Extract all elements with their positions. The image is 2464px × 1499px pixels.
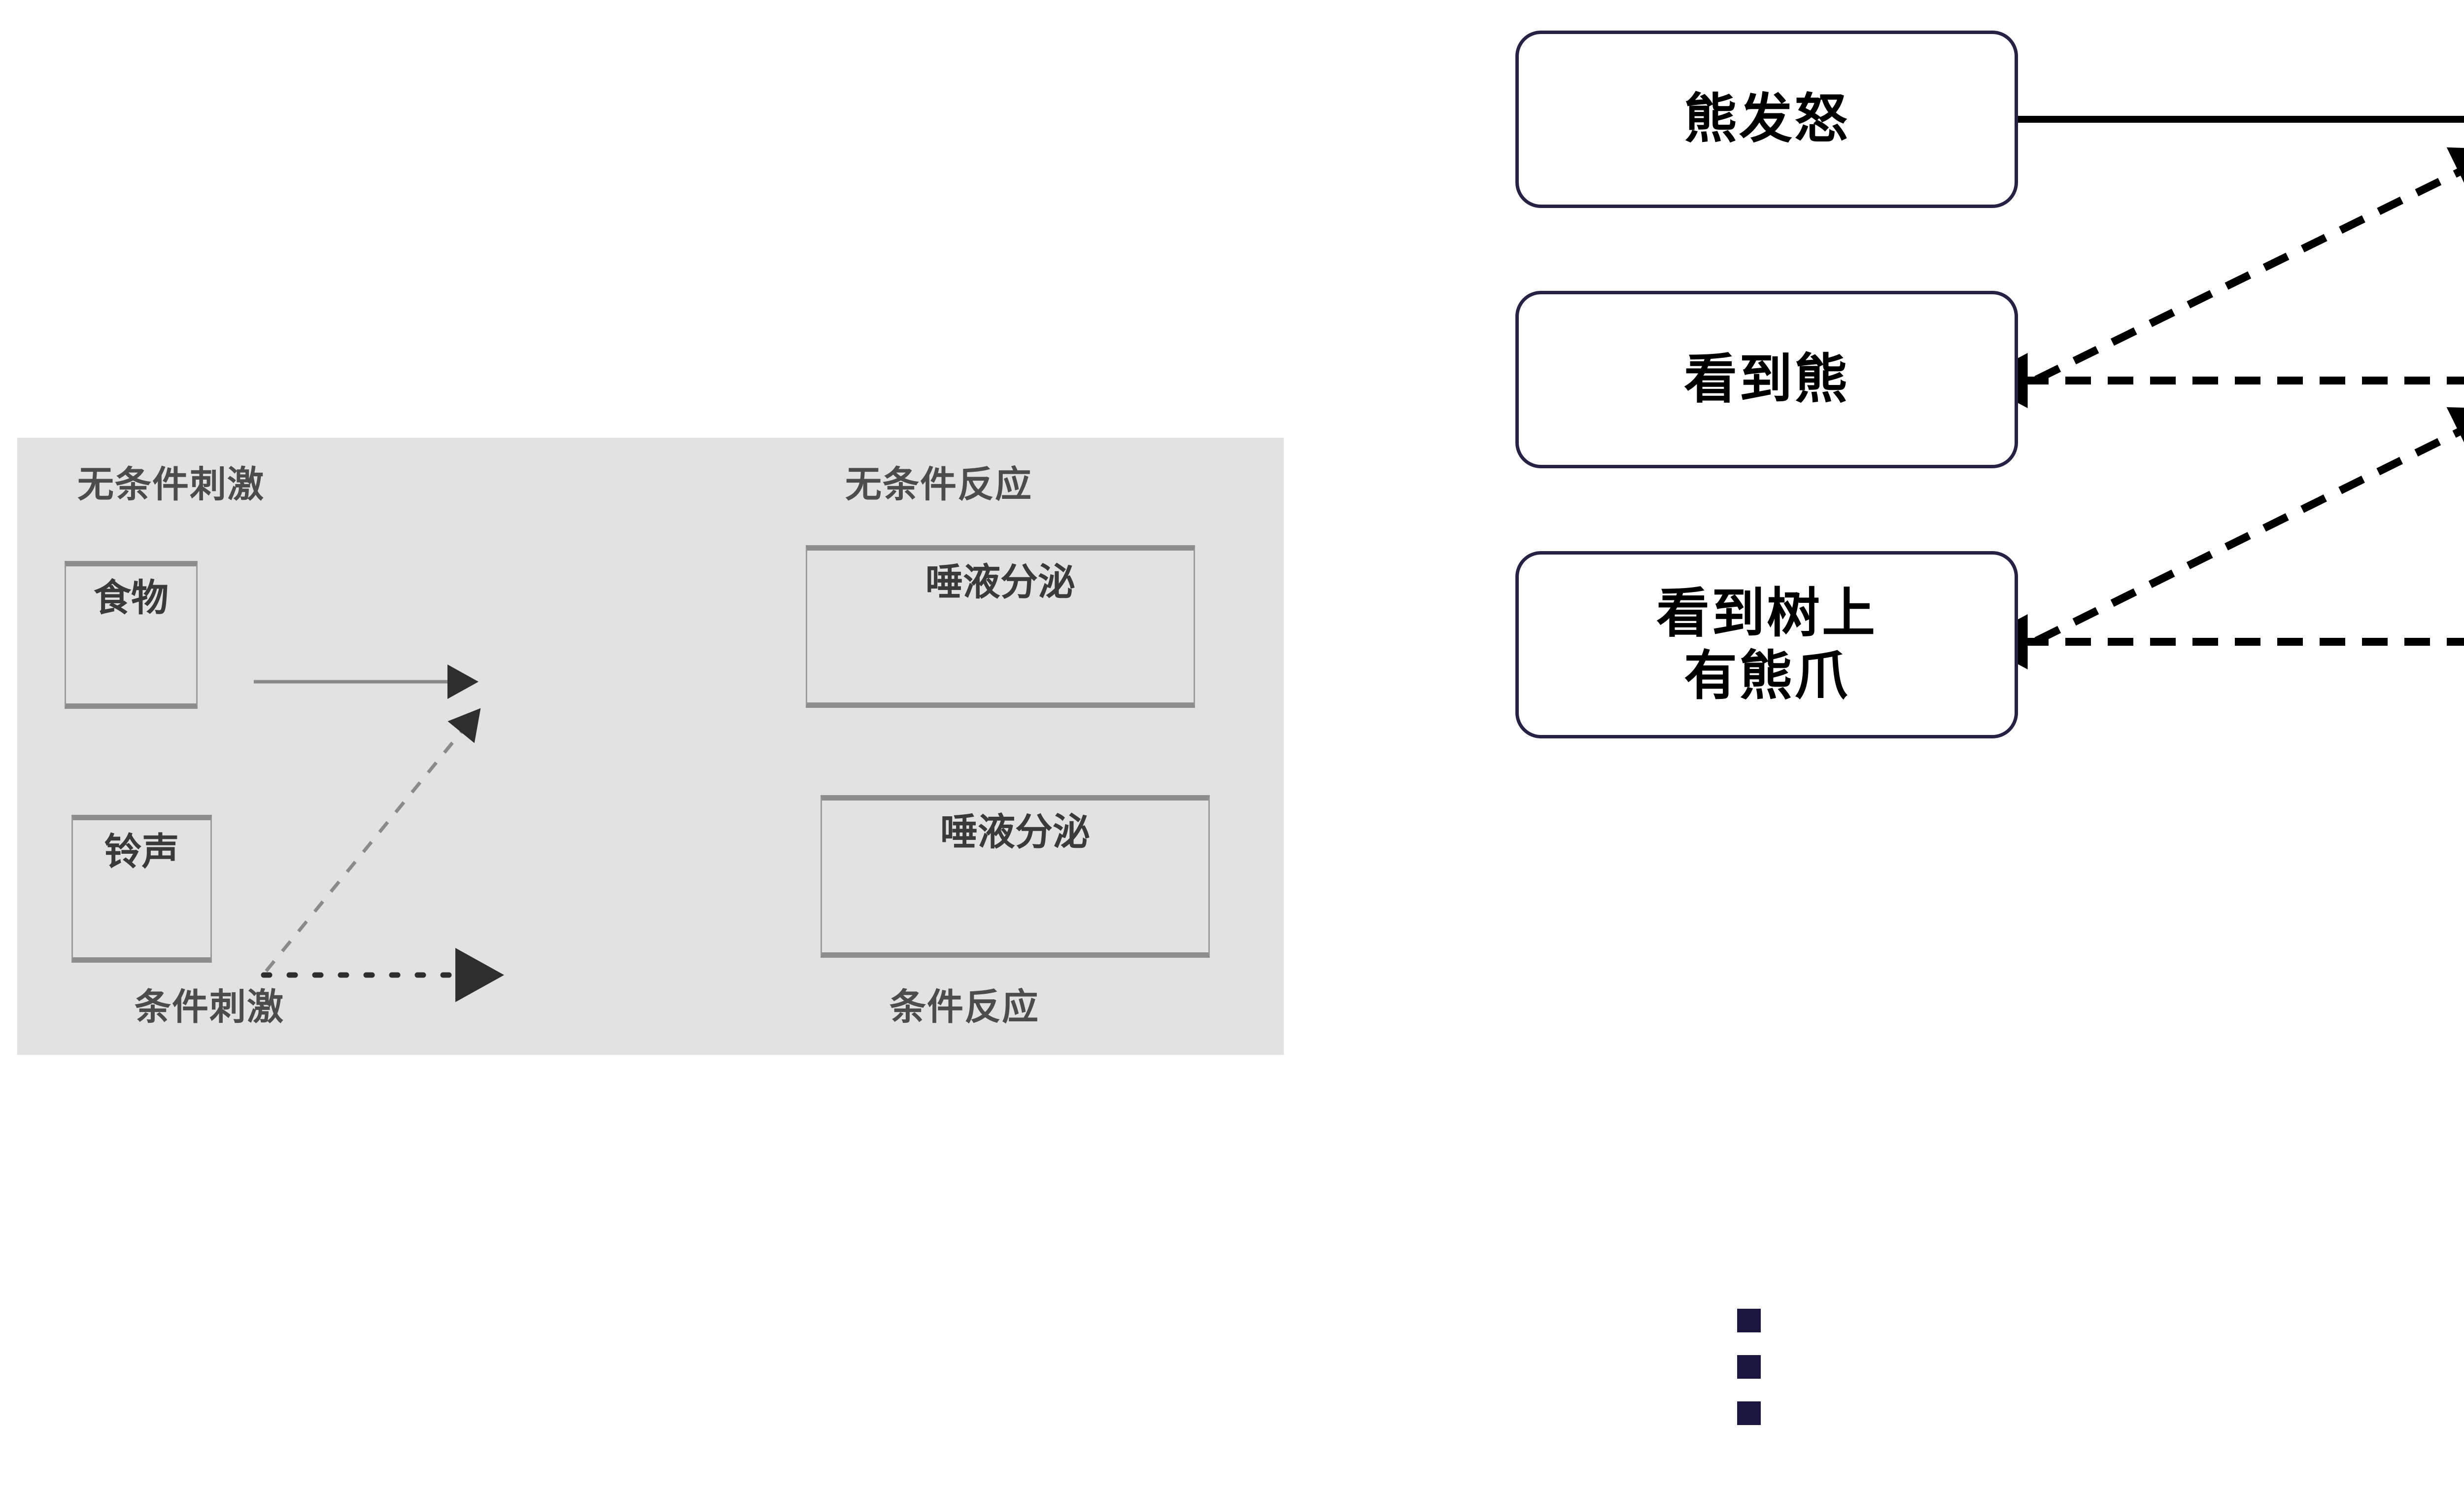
see-claw-line-2: 有熊爪 bbox=[1683, 645, 1849, 707]
label-conditioned-response: 条件反应 bbox=[890, 986, 1039, 1028]
ellipsis-dot bbox=[1737, 1309, 1761, 1332]
box-salivation-conditioned: 唾液分泌 bbox=[821, 795, 1210, 958]
rl-connections bbox=[1976, 116, 2464, 669]
box-see-bear[interactable]: 看到熊 bbox=[1515, 291, 2018, 468]
box-salivation-unconditioned: 唾液分泌 bbox=[806, 545, 1195, 708]
classical-conditioning-panel: 无条件刺激 无条件反应 条件刺激 条件反应 食物 铃声 唾液分泌 唾液分泌 bbox=[17, 438, 1284, 1055]
ellipsis-dot bbox=[1737, 1401, 1761, 1425]
label-unconditioned-response: 无条件反应 bbox=[845, 463, 1032, 506]
arrow-bell-to-saliva-diagonal bbox=[265, 708, 481, 973]
label-unconditioned-stimulus: 无条件刺激 bbox=[77, 463, 265, 506]
ellipsis-dot bbox=[1737, 1355, 1761, 1379]
box-see-claw[interactable]: 看到树上有熊爪 bbox=[1515, 551, 2018, 738]
box-food: 食物 bbox=[65, 561, 198, 709]
box-bear-angry[interactable]: 熊发怒 bbox=[1515, 31, 2018, 208]
arrow-see-claw-to-v-s-prime bbox=[2034, 407, 2464, 645]
box-bell: 铃声 bbox=[71, 815, 212, 963]
conditioning-arrows bbox=[254, 664, 504, 1002]
ellipsis-left-column bbox=[1737, 1309, 1761, 1425]
see-claw-line-1: 看到树上 bbox=[1656, 582, 1877, 644]
label-conditioned-stimulus: 条件刺激 bbox=[135, 986, 284, 1028]
arrow-see-bear-to-reward bbox=[2034, 147, 2464, 383]
